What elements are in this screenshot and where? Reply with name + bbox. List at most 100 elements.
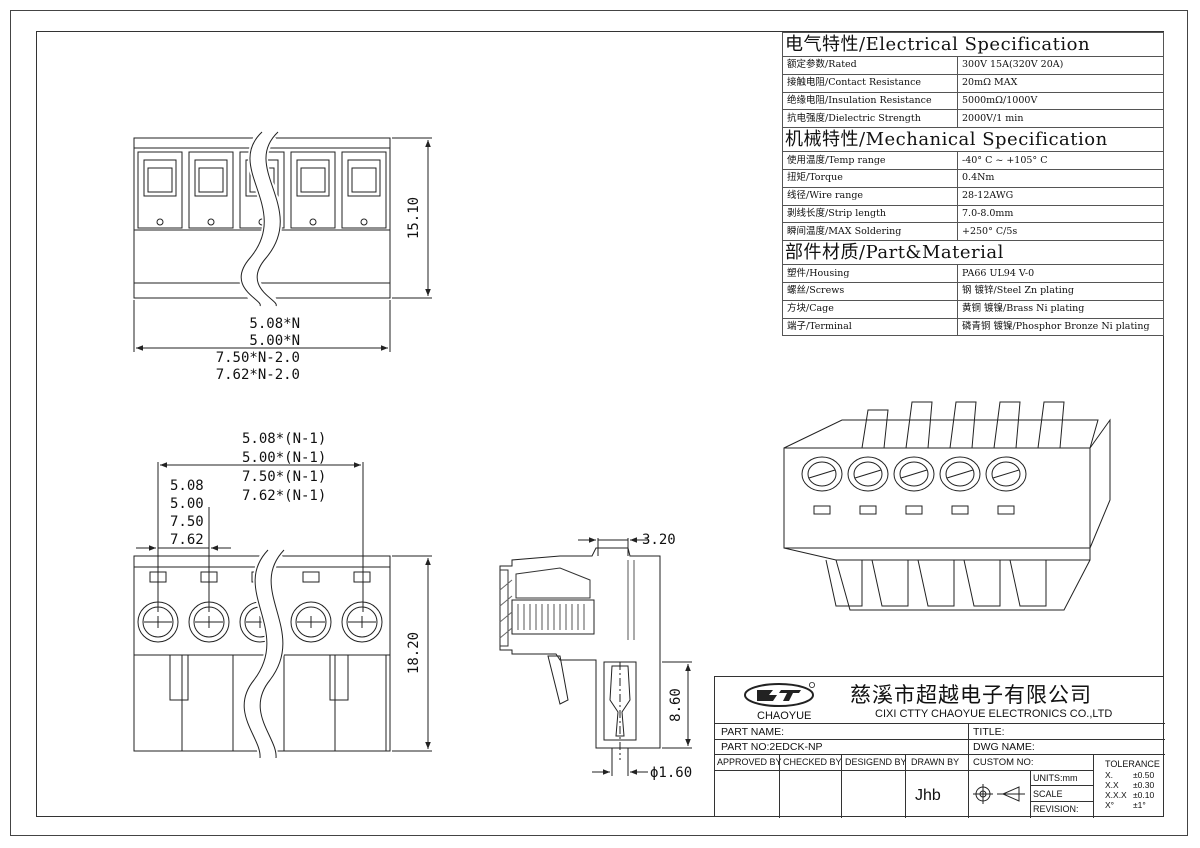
spec-name: 螺丝/Screws xyxy=(782,281,958,301)
dim-pitch-2: 5.00 xyxy=(170,496,204,512)
units-label: UNITS:mm xyxy=(1033,773,1078,783)
spec-name: 扭矩/Torque xyxy=(782,168,958,188)
part-name-label: PART NAME: xyxy=(721,726,785,738)
dim-top-width-2: 5.00*N xyxy=(249,333,300,349)
dim-front-height: 18.20 xyxy=(406,632,422,674)
company-name-en: CIXI CTTY CHAOYUE ELECTRONICS CO.,LTD xyxy=(875,708,1113,720)
spec-value: 磷青铜 镀镍/Phosphor Bronze Ni plating xyxy=(957,317,1164,337)
tolerance-key: X.X.X xyxy=(1105,790,1127,800)
front-view xyxy=(133,462,432,759)
dim-top-width-3: 7.50*N-2.0 xyxy=(216,350,300,366)
dim-pitch-total-4: 7.62*(N-1) xyxy=(242,488,326,504)
dim-pitch-total-1: 5.08*(N-1) xyxy=(242,431,326,447)
dim-pitch-total-3: 7.50*(N-1) xyxy=(242,469,326,485)
screw-terminal xyxy=(341,571,387,751)
spec-name: 接触电阻/Contact Resistance xyxy=(782,73,958,93)
iso-screw xyxy=(847,456,909,607)
spec-value: 2000V/1 min xyxy=(957,109,1164,129)
part-number: PART NO:2EDCK-NP xyxy=(721,741,823,753)
spec-name: 线径/Wire range xyxy=(782,186,958,206)
drawing-frame xyxy=(10,10,1188,836)
iso-screw xyxy=(801,456,863,607)
dim-pin-diameter: ϕ1.60 xyxy=(650,765,692,781)
spec-row: 瞬间温度/MAX Soldering+250° C/5s xyxy=(782,222,1164,242)
tolerance-value: ±1° xyxy=(1133,800,1146,810)
spec-value: -40° C ~ +105° C xyxy=(957,151,1164,170)
iso-screw xyxy=(893,456,955,607)
locking-pins xyxy=(169,655,349,701)
projection-symbol-icon xyxy=(973,784,1025,804)
dim-top-width-4: 7.62*N-2.0 xyxy=(216,367,300,383)
spec-value: 7.0-8.0mm xyxy=(957,204,1164,224)
mechanical-heading-row: 机械特性/Mechanical Specification xyxy=(782,127,1164,153)
scale-label: SCALE xyxy=(1033,789,1063,799)
tolerance-key: X° xyxy=(1105,800,1115,810)
top-cell xyxy=(137,151,183,229)
dim-side-height: 8.60 xyxy=(668,688,684,722)
drawing-border xyxy=(36,31,1164,817)
spec-name: 绝缘电阻/Insulation Resistance xyxy=(782,91,958,111)
title-block: CHAOYUE 慈溪市超越电子有限公司 CIXI CTTY CHAOYUE EL… xyxy=(714,676,1165,818)
spec-value: +250° C/5s xyxy=(957,222,1164,242)
spec-name: 瞬间温度/MAX Soldering xyxy=(782,222,958,242)
dim-pitch-4: 7.62 xyxy=(170,532,204,548)
top-view xyxy=(133,124,432,352)
dwg-name-label: DWG NAME: xyxy=(973,741,1035,753)
spec-name: 端子/Terminal xyxy=(782,317,958,337)
top-cell xyxy=(290,151,336,229)
spec-name: 抗电强度/Dielectric Strength xyxy=(782,109,958,129)
spec-value: 钢 镀锌/Steel Zn plating xyxy=(957,281,1164,301)
iso-screw xyxy=(939,456,1001,607)
dim-top-height: 15.10 xyxy=(406,197,422,239)
electrical-heading: 电气特性/Electrical Specification xyxy=(782,32,1164,57)
custom-no-label: CUSTOM NO: xyxy=(973,757,1034,768)
dim-pitch-total-2: 5.00*(N-1) xyxy=(242,450,326,466)
mechanical-heading: 机械特性/Mechanical Specification xyxy=(782,127,1164,153)
spec-value: 0.4Nm xyxy=(957,168,1164,188)
spec-value: 黄铜 镀镍/Brass Ni plating xyxy=(957,299,1164,319)
tolerance-key: X. xyxy=(1105,770,1114,780)
tolerance-value: ±0.30 xyxy=(1133,780,1155,790)
tolerance-label: TOLERANCE xyxy=(1105,759,1160,769)
iso-screw xyxy=(985,456,1047,607)
spec-value: PA66 UL94 V-0 xyxy=(957,264,1164,283)
approved-by-label: APPROVED BY xyxy=(717,757,782,767)
brand-name: CHAOYUE xyxy=(757,710,812,722)
tolerance-value: ±0.50 xyxy=(1133,770,1155,780)
tolerance-value: ±0.10 xyxy=(1133,790,1155,800)
top-cell xyxy=(341,151,387,229)
spec-value: 300V 15A(320V 20A) xyxy=(957,56,1164,75)
material-heading-row: 部件材质/Part&Material xyxy=(782,240,1164,266)
isometric-view xyxy=(783,401,1111,611)
revision-label: REVISION: xyxy=(1033,804,1079,814)
chaoyue-logo xyxy=(744,682,815,707)
isometric-slots xyxy=(801,456,1047,607)
spec-value: 20mΩ MAX xyxy=(957,73,1164,93)
tolerance-key: X.X xyxy=(1105,780,1119,790)
spec-name: 使用温度/Temp range xyxy=(782,151,958,170)
electrical-heading-row: 电气特性/Electrical Specification xyxy=(782,32,1164,57)
spec-name: 剥线长度/Strip length xyxy=(782,204,958,224)
screw-terminal xyxy=(290,571,336,751)
spec-name: 方块/Cage xyxy=(782,299,958,319)
dim-side-top: 3.20 xyxy=(642,532,676,548)
material-heading: 部件材质/Part&Material xyxy=(782,240,1164,266)
checked-by-label: CHECKED BY xyxy=(783,757,842,767)
top-view-cells xyxy=(137,151,387,229)
spec-name: 额定参数/Rated xyxy=(782,56,958,75)
designed-by-label: DESIGEND BY xyxy=(845,757,907,767)
